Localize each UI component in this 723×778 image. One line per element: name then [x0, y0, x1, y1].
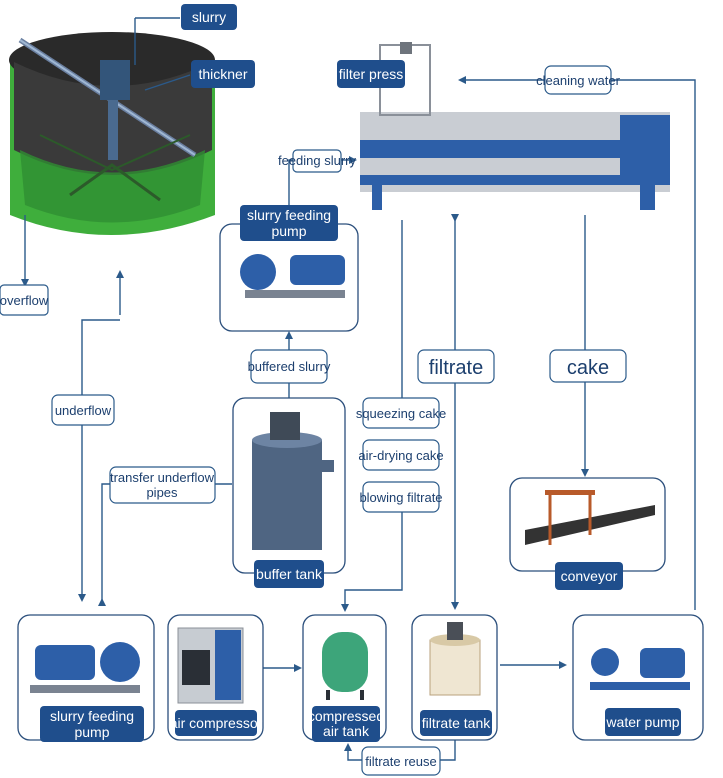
- thickner-label: thickner: [198, 66, 247, 82]
- bottom-pump-illustration: [30, 642, 140, 693]
- air-tank-illustration: [322, 632, 368, 700]
- air-drying-cake-label-bg: [362, 439, 440, 471]
- bottom-pump-label-bg: [40, 706, 144, 742]
- cake-label: cake: [567, 357, 609, 379]
- thickner-pointer-line: [144, 74, 191, 91]
- underflow-line: [78, 319, 120, 602]
- top-pump-label-1: slurry feeding: [247, 207, 331, 223]
- thickner-label-bg: [191, 60, 255, 88]
- blowing-filtrate-label: blowing filtrate: [359, 490, 442, 505]
- blowing-filtrate-label-bg: [362, 481, 440, 513]
- filtrate-tank-label: filtrate tank: [422, 715, 491, 731]
- feeding-slurry-label: feeding slurry: [278, 153, 357, 168]
- filtrate-tank-label-bg: [420, 710, 492, 736]
- air-compressor-illustration: [177, 627, 244, 704]
- squeezing-cake-label: squeezing cake: [356, 406, 446, 421]
- filtrate-label-bg: [417, 349, 495, 384]
- cleaning-water-line: [611, 79, 696, 610]
- filtrate-label: filtrate: [429, 357, 483, 379]
- top-pump-illustration: [240, 254, 345, 298]
- air-tank-label-bg: [312, 706, 380, 742]
- buffer-tank-label-bg: [254, 560, 324, 588]
- buffered-slurry-label: buffered slurry: [248, 359, 331, 374]
- air-drying-cake-label: air-drying cake: [358, 448, 443, 463]
- cleaning-water-label: cleaning water: [536, 73, 620, 88]
- cleaning-water-label-bg: [544, 65, 612, 95]
- air-compressor-label-bg: [175, 710, 257, 736]
- bottom-pump-label-1: slurry feeding: [50, 708, 134, 724]
- squeezing-cake-label-bg: [362, 397, 440, 429]
- transfer-pipes-label-1: transfer underflow: [110, 470, 215, 485]
- air-tank-label-2: air tank: [323, 723, 370, 739]
- slurry-label-bg: [181, 4, 237, 30]
- air-tank-label-1: compressed: [308, 708, 384, 724]
- top-pump-label-bg: [240, 205, 338, 241]
- underflow-label: underflow: [55, 403, 112, 418]
- filter-press-label: filter press: [339, 66, 404, 82]
- water-pump-label-bg: [605, 708, 681, 736]
- buffered-slurry-label-bg: [250, 349, 328, 384]
- overflow-label: overflow: [0, 293, 49, 308]
- cake-label-bg: [549, 349, 627, 383]
- transfer-pipes-line: [98, 483, 110, 606]
- conveyor-illustration: [525, 490, 655, 545]
- top-pump-label-2: pump: [271, 223, 306, 239]
- conveyor-label-bg: [555, 562, 623, 590]
- bottom-pump-label-2: pump: [74, 724, 109, 740]
- air-compressor-label: air compressor: [170, 715, 263, 731]
- feeding-slurry-line: [288, 159, 293, 205]
- conveyor-label: conveyor: [561, 568, 618, 584]
- underflow-label-bg: [51, 394, 115, 426]
- thickener-illustration: [9, 32, 215, 235]
- slurry-label: slurry: [192, 9, 226, 25]
- filtrate-tank-illustration: [429, 622, 481, 696]
- water-pump-label: water pump: [605, 714, 679, 730]
- water-pump-illustration: [590, 648, 690, 690]
- transfer-pipes-label-2: pipes: [146, 485, 178, 500]
- feeding-slurry-label-bg: [292, 149, 342, 173]
- buffer-tank-label: buffer tank: [256, 566, 323, 582]
- filter-press-label-bg: [337, 60, 405, 88]
- overflow-label-bg: [0, 284, 49, 316]
- transfer-pipes-label-bg: [109, 466, 216, 504]
- filtrate-reuse-label: filtrate reuse: [365, 754, 437, 769]
- filtrate-reuse-line: [440, 735, 456, 761]
- filtrate-reuse-label-bg: [361, 746, 441, 776]
- filter-press-illustration: [360, 42, 670, 210]
- buffer-tank-illustration: [252, 412, 334, 550]
